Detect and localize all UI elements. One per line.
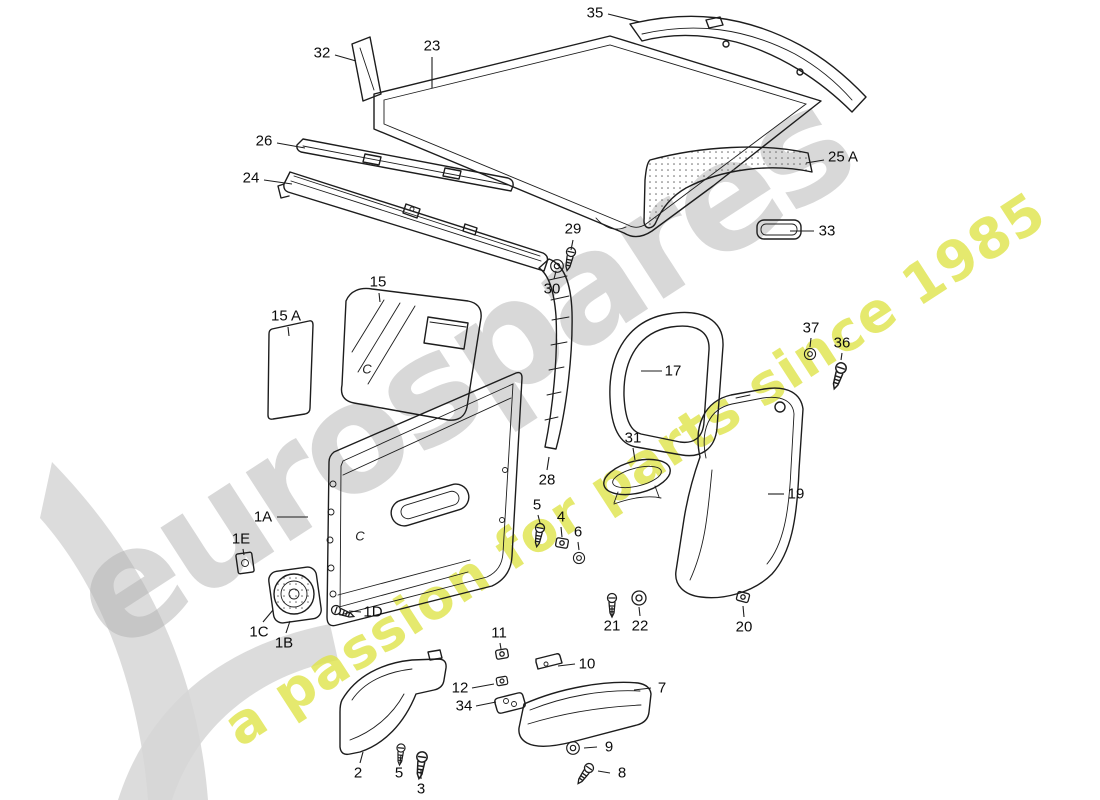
callout-1e: 1E [231,530,251,548]
part-sill-trim-2 [339,649,447,756]
callout-36: 36 [833,334,851,352]
callout-5-upper: 5 [532,496,542,514]
part-speaker-grille-1c [273,573,315,615]
part-door-panel-1a [326,371,523,627]
nut-12 [495,675,509,687]
grommet-6 [572,551,586,565]
plate-10 [535,653,563,670]
callout-37: 37 [802,319,820,337]
washer-22 [631,590,647,606]
part-armrest-31 [603,458,671,505]
part-lens-33 [756,219,802,240]
part-trim-strip-26 [296,138,514,192]
callout-2: 2 [353,764,363,782]
callout-35: 35 [586,4,604,22]
part-speaker-housing-1b [268,566,322,624]
callout-1b: 1B [274,634,294,652]
callout-20: 20 [735,618,753,636]
callout-25a: 25 A [827,148,859,166]
callout-23: 23 [423,37,441,55]
callout-7: 7 [657,679,667,697]
callout-22: 22 [631,617,649,635]
part-pillar-trim-28 [538,258,573,450]
callout-8: 8 [617,764,627,782]
part-seal-frame-17 [609,311,724,457]
callout-28: 28 [538,471,556,489]
callout-34: 34 [455,697,473,715]
callout-12: 12 [451,679,469,697]
bracket-34 [494,692,526,714]
callout-1d: 1D [363,603,383,621]
part-scuff-plate-24 [277,171,549,272]
callout-30: 30 [543,280,561,298]
part-quarter-trim-19 [675,387,804,599]
callout-29: 29 [564,220,582,238]
callout-5-lower: 5 [394,764,404,782]
callout-19: 19 [787,485,805,503]
callout-26: 26 [255,132,273,150]
screw-8 [573,761,596,787]
callout-6: 6 [573,523,583,541]
callout-15a: 15 A [270,307,302,325]
callout-9: 9 [604,738,614,756]
callout-4: 4 [556,508,566,526]
callout-32: 32 [313,44,331,62]
callout-21: 21 [603,617,621,635]
callout-31: 31 [624,429,642,447]
callout-24: 24 [242,169,260,187]
callout-33: 33 [818,222,836,240]
part-letter-mark: C [355,528,365,544]
callout-1c: 1C [249,623,269,641]
watermark-swoosh [40,462,338,800]
callout-17: 17 [664,362,682,380]
callout-leader-lines [242,13,843,779]
part-door-glass-15 [340,287,482,421]
callout-3: 3 [416,780,426,798]
callout-1a: 1A [253,508,273,526]
part-pillar-strip-32 [351,36,382,102]
part-windscreen-pillar-trim-25a [643,146,813,229]
callout-10: 10 [578,655,596,673]
nut-11 [494,647,510,661]
part-letter-mark: C [362,361,372,377]
grommet-9 [566,741,580,755]
callout-15: 15 [369,273,387,291]
callout-11: 11 [491,624,507,642]
part-header-rail-35 [629,15,867,113]
part-sill-trim-7 [518,681,652,747]
clip-20 [735,590,751,604]
part-quarter-glass-15a [267,320,314,420]
